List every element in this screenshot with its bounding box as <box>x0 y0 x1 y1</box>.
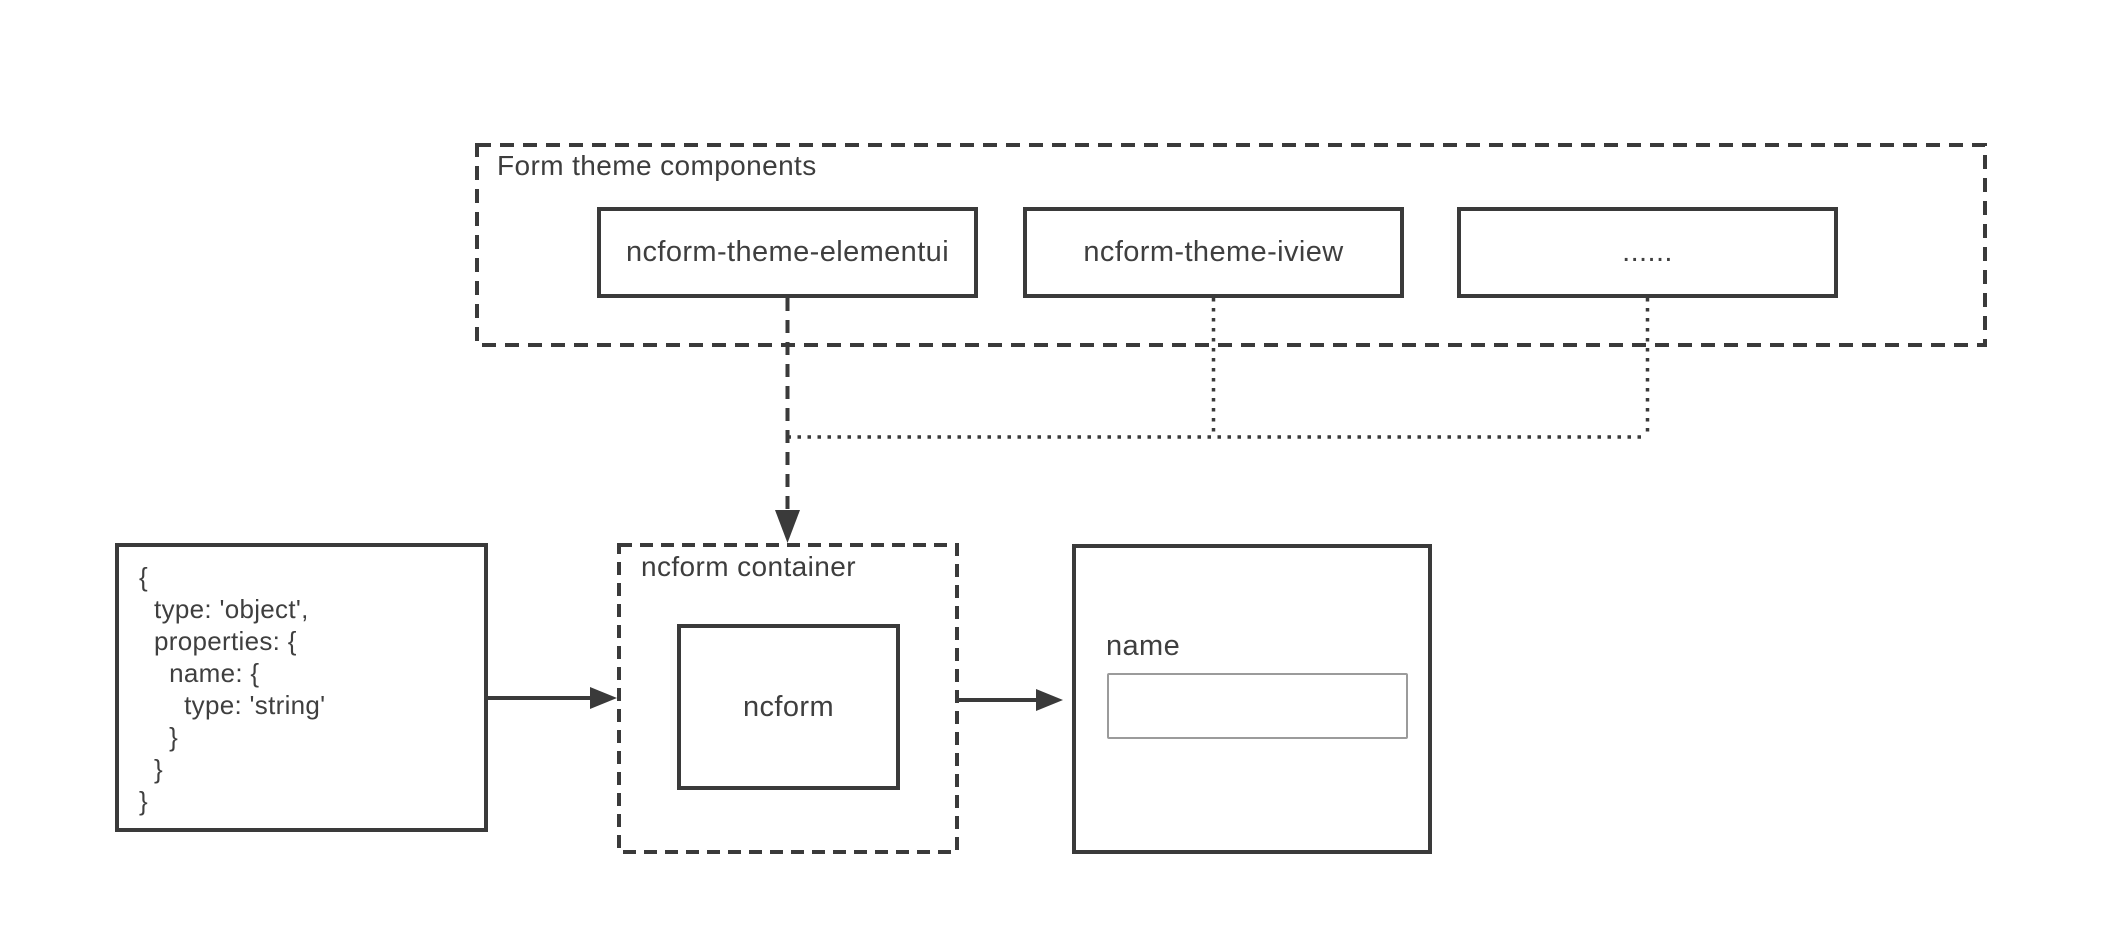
code-line: name: { <box>139 658 260 688</box>
code-line: } <box>139 786 148 816</box>
ncform-container-border <box>617 543 959 854</box>
arrowhead-right-icon <box>590 687 617 709</box>
code-line: type: 'object', <box>139 594 309 624</box>
rendered-form-box: name <box>1072 544 1432 854</box>
json-schema-box: { type: 'object', properties: { name: { … <box>115 543 488 832</box>
form-field-label: name <box>1106 630 1181 662</box>
node-ncform-theme-elementui: ncform-theme-elementui <box>597 207 978 298</box>
code-line: } <box>139 754 164 784</box>
form-field-input[interactable] <box>1107 673 1408 739</box>
node-label: ...... <box>1622 236 1673 268</box>
form-theme-components-border <box>475 143 1987 347</box>
form-theme-components-label: Form theme components <box>497 150 817 181</box>
code-line: } <box>139 722 179 752</box>
node-more-themes: ...... <box>1457 207 1838 298</box>
node-label: ncform <box>742 690 835 723</box>
json-schema-code: { type: 'object', properties: { name: { … <box>119 547 484 817</box>
ncform-container-label: ncform container <box>641 551 856 582</box>
arrowhead-down-icon <box>775 510 800 543</box>
node-ncform-theme-iview: ncform-theme-iview <box>1023 207 1404 298</box>
node-label: ncform-theme-iview <box>1083 236 1344 268</box>
arrowhead-right-icon <box>1036 689 1063 711</box>
node-label: ncform-theme-elementui <box>625 236 950 268</box>
code-line: type: 'string' <box>139 690 326 720</box>
code-line: properties: { <box>139 626 297 656</box>
code-line: { <box>139 562 148 592</box>
node-ncform: ncform <box>677 624 900 790</box>
